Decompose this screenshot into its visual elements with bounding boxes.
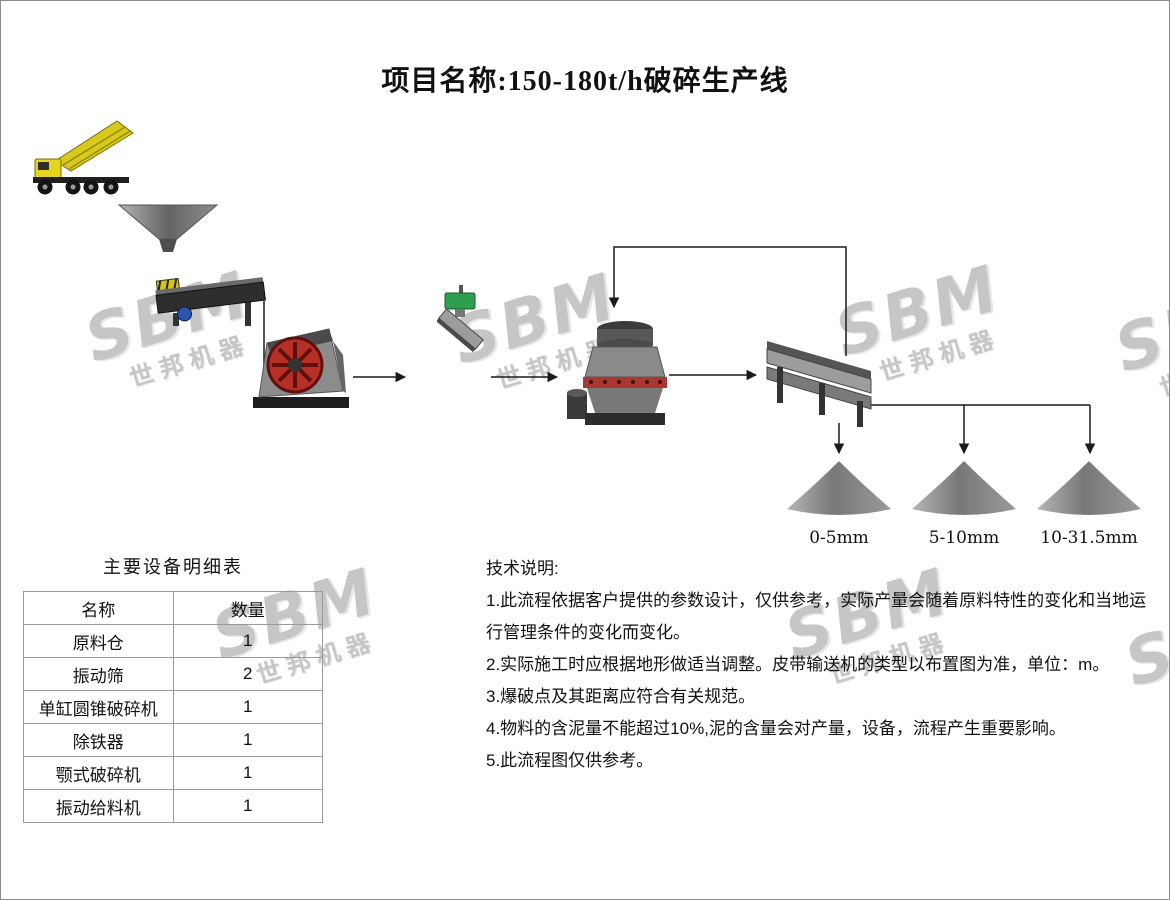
equipment-quantity: 1 — [172, 624, 323, 658]
equipment-name: 原料仓 — [23, 624, 174, 658]
table-row: 颚式破碎机 1 — [23, 756, 323, 790]
hopper-illustration — [117, 203, 219, 260]
notes-title: 技术说明: — [486, 559, 559, 578]
equipment-quantity: 1 — [172, 756, 323, 790]
equipment-name: 颚式破碎机 — [23, 756, 174, 790]
cone-crusher-illustration — [567, 315, 675, 442]
equipment-quantity: 1 — [172, 723, 323, 757]
iron-remover-illustration — [436, 285, 493, 372]
pile-label-0-5mm: 0-5mm — [809, 528, 869, 548]
note-line: 4.物料的含泥量不能超过10%,泥的含量会对产量，设备，流程产生重要影响。 — [486, 719, 1066, 738]
note-line: 2.实际施工时应根据地形做适当调整。皮带输送机的类型以布置图为准，单位：m。 — [486, 655, 1110, 674]
equipment-quantity: 1 — [172, 690, 323, 724]
equipment-table: 名称 数量 原料仓 1 振动筛 2 单缸圆锥破碎机 1 除铁器 1 — [23, 591, 323, 823]
pile-label-5-10mm: 5-10mm — [928, 528, 1000, 548]
equipment-table-title: 主要设备明细表 — [103, 557, 243, 577]
equipment-quantity: 1 — [172, 789, 323, 823]
equipment-name: 振动给料机 — [23, 789, 174, 823]
equipment-table-section: 主要设备明细表 名称 数量 原料仓 1 振动筛 2 单缸圆锥破碎机 1 — [23, 553, 323, 823]
dump-truck-illustration — [23, 111, 143, 201]
table-row: 单缸圆锥破碎机 1 — [23, 690, 323, 724]
vibrating-feeder-illustration — [149, 263, 274, 333]
equipment-name: 振动筛 — [23, 657, 174, 691]
table-row: 除铁器 1 — [23, 723, 323, 757]
pile-label-10-31-5mm: 10-31.5mm — [1040, 528, 1138, 548]
product-pile-2 — [908, 457, 1020, 524]
note-line: 1.此流程依据客户提供的参数设计，仅供参考，实际产量会随着原料特性的变化和当地运… — [486, 591, 1147, 642]
table-header-row: 名称 数量 — [23, 591, 323, 625]
equipment-name: 单缸圆锥破碎机 — [23, 690, 174, 724]
equipment-name: 除铁器 — [23, 723, 174, 757]
product-pile-3 — [1033, 457, 1145, 524]
vibrating-screen-illustration — [759, 327, 884, 437]
sbm-logo-text: SBM — [1106, 267, 1170, 388]
note-line: 3.爆破点及其距离应符合有关规范。 — [486, 687, 756, 706]
table-row: 振动给料机 1 — [23, 789, 323, 823]
product-pile-1 — [783, 457, 895, 524]
table-row: 原料仓 1 — [23, 624, 323, 658]
page-title: 项目名称:150-180t/h破碎生产线 — [381, 66, 789, 97]
sbm-watermark: SBM 世邦机器 — [1106, 267, 1170, 412]
sbm-logo-cn: 世邦机器 — [1156, 340, 1170, 403]
equipment-quantity: 2 — [172, 657, 323, 691]
header-name: 名称 — [23, 591, 174, 625]
jaw-crusher-illustration — [249, 315, 354, 416]
table-row: 振动筛 2 — [23, 657, 323, 691]
header-quantity: 数量 — [172, 591, 323, 625]
technical-notes-section: 技术说明: 1.此流程依据客户提供的参数设计，仅供参考，实际产量会随着原料特性的… — [486, 553, 1148, 777]
note-line: 5.此流程图仅供参考。 — [486, 751, 654, 770]
